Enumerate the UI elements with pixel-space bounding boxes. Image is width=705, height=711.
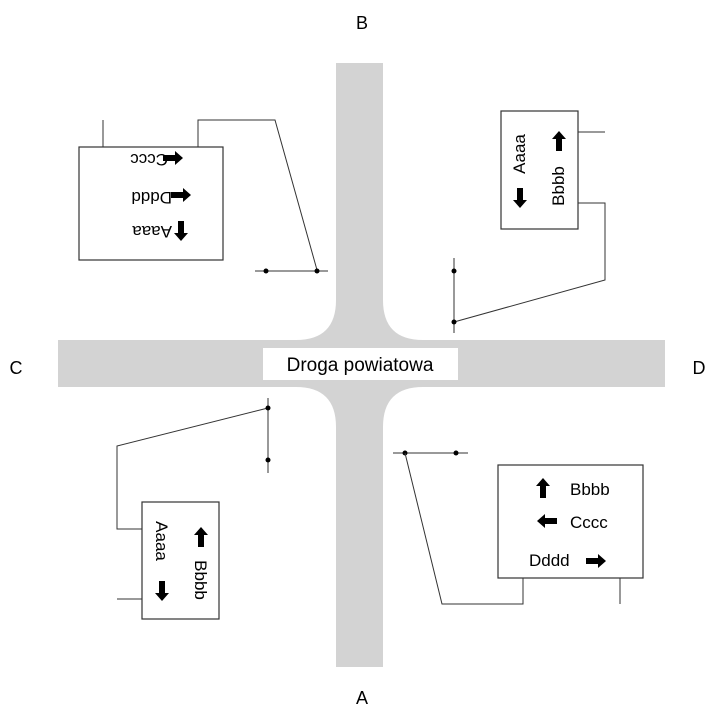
sign-top-left-row1: Cccc — [130, 150, 168, 169]
sign-top-left-row3: Aaaa — [132, 222, 172, 241]
sign-bottom-left: Aaaa Bbbb — [116, 398, 271, 620]
road-label-box — [263, 348, 458, 380]
sign-top-right-col2: Bbbb — [549, 166, 568, 206]
post-marker — [265, 457, 271, 463]
sign-top-right-col1: Aaaa — [510, 134, 529, 174]
post-marker — [314, 268, 320, 274]
sign-bottom-right-row3: Dddd — [529, 551, 570, 570]
direction-east-label: D — [693, 358, 705, 378]
sign-bottom-left-col1: Aaaa — [152, 521, 171, 561]
direction-south-label: A — [356, 688, 368, 708]
road-label: Droga powiatowa — [287, 355, 434, 376]
post-marker — [265, 405, 271, 411]
sign-bottom-right-row2: Cccc — [570, 513, 608, 532]
sign-bottom-left-col2: Bbbb — [191, 560, 210, 600]
post-marker — [453, 450, 459, 456]
direction-west-label: C — [10, 358, 23, 378]
post-marker — [263, 268, 269, 274]
sign-top-right: Aaaa Bbbb — [451, 110, 606, 333]
direction-north-label: B — [356, 13, 368, 33]
post-marker — [451, 319, 457, 325]
sign-top-left-row2: Dddd — [131, 188, 172, 207]
sign-top-left: Cccc Dddd Aaaa — [78, 119, 328, 274]
sign-bottom-right: Bbbb Cccc Dddd — [393, 450, 644, 605]
post-marker — [451, 268, 457, 274]
sign-bottom-right-row1: Bbbb — [570, 480, 610, 499]
